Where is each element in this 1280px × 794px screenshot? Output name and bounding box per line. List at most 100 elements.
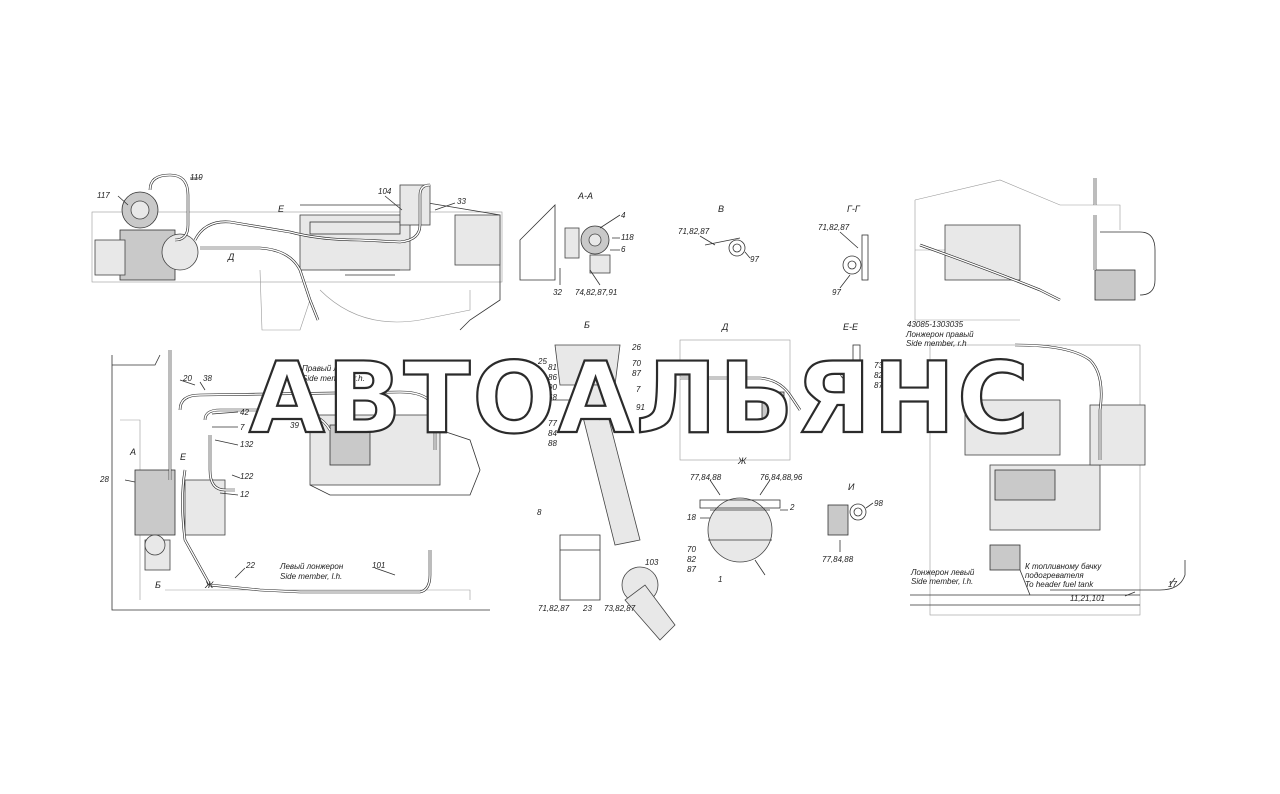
label-23: 23	[582, 604, 592, 613]
label-118: 118	[621, 233, 634, 242]
left-member-en: Side member, l.h.	[280, 572, 342, 581]
label-1: 1	[718, 575, 722, 584]
section-aa-bolt-block	[564, 227, 580, 259]
label-88-b: 88	[548, 439, 557, 448]
section-gg-title: Г-Г	[847, 204, 861, 214]
right-view-flywheel	[1089, 404, 1146, 466]
pipe-101	[300, 550, 432, 594]
view-b-bracket	[574, 384, 641, 546]
left-member-ru-r: Лонжерон левый	[910, 568, 975, 577]
view-b-mount	[554, 344, 621, 386]
label-77-84-88-i: 77,84,88	[822, 555, 854, 564]
right-view: 43085-1303035 Лонжерон правый Side membe…	[905, 320, 1186, 616]
tank-ru-2: подогревателя	[1025, 571, 1084, 580]
label-104: 104	[378, 187, 392, 196]
label-25: 25	[537, 357, 547, 366]
label-2: 2	[789, 503, 795, 512]
right-member-en: Side member, r.h.	[302, 374, 365, 383]
view-zh-band	[699, 499, 781, 509]
heater-burner-center	[130, 200, 150, 220]
gearbox-housing	[454, 214, 501, 266]
label-28: 28	[99, 475, 109, 484]
section-mark-e: Е	[278, 204, 285, 214]
label-91: 91	[636, 403, 645, 412]
view-d: Д	[679, 322, 802, 461]
label-71-82-87-b: 71,82,87	[538, 604, 570, 613]
view-mark-zh: Ж	[204, 580, 214, 590]
label-132: 132	[240, 440, 254, 449]
view-zh-title: Ж	[737, 456, 747, 466]
engine-cover	[309, 221, 401, 235]
left-member-en-r: Side member, l.h.	[911, 577, 973, 586]
right-view-return-pipe	[1019, 560, 1186, 596]
watermark: АВТОАЛЬЯНС	[249, 342, 1031, 456]
label-70-zh: 70	[687, 545, 696, 554]
label-87-b: 87	[632, 369, 641, 378]
hose-clips	[340, 269, 400, 276]
view-b-title: Б	[584, 320, 590, 330]
label-117: 117	[97, 191, 110, 200]
view-b: Б 25 26 70 87 81 86 90 68 7 91 77 84 88 …	[537, 320, 676, 641]
top-right-engine	[944, 224, 1021, 281]
bottom-left-view: 20 38 42 7 132 39 122 12 28 22 101 А Б Ж…	[99, 350, 490, 611]
label-18: 18	[687, 513, 696, 522]
label-7: 7	[240, 423, 245, 432]
view-d-title: Д	[721, 322, 729, 332]
heater-mount	[94, 239, 126, 276]
right-view-filter	[989, 544, 1021, 571]
label-97-v: 97	[750, 255, 759, 264]
section-aa: А-А 4 118 6 32 74,82,87,91	[519, 191, 634, 297]
right-view-left-member	[910, 594, 1140, 606]
view-v-clip	[728, 239, 746, 257]
view-mark-b: Б	[155, 580, 161, 590]
label-6: 6	[621, 245, 626, 254]
section-gg-plate	[861, 234, 869, 281]
label-82-zh: 82	[687, 555, 696, 564]
section-aa-bracket	[519, 204, 556, 281]
left-member-ru: Левый лонжерон	[279, 562, 344, 571]
label-101: 101	[372, 561, 385, 570]
label-39: 39	[290, 421, 299, 430]
label-81: 81	[548, 363, 557, 372]
view-v-title: В	[718, 204, 724, 214]
part-number-43085: 43085-1303035	[907, 320, 964, 329]
view-mark-e-bottom: Е	[180, 452, 187, 462]
label-73-82-87-b: 73,82,87	[604, 604, 636, 613]
section-gg: Г-Г 71,82,87 97	[818, 204, 869, 297]
label-33: 33	[457, 197, 466, 206]
tank-en: To header fuel tank	[1025, 580, 1094, 589]
right-member-ru-r: Лонжерон правый	[905, 330, 974, 339]
top-right-pipe-loop	[1100, 231, 1156, 296]
frame-rail-outline	[91, 211, 503, 283]
view-i-clamp	[827, 504, 849, 536]
right-view-engine-top	[964, 399, 1061, 456]
label-76-84-88-96: 76,84,88,96	[760, 473, 803, 482]
view-b-foot	[559, 534, 601, 601]
section-ee-clip	[839, 363, 857, 381]
label-73-ee: 73	[874, 361, 883, 370]
label-77-b: 77	[548, 419, 557, 428]
label-11-21-101: 11,21,101	[1070, 594, 1105, 603]
view-d-clamp	[761, 391, 785, 421]
label-32: 32	[553, 288, 562, 297]
view-mark-d: Д	[227, 252, 235, 262]
label-12: 12	[240, 490, 249, 499]
label-8: 8	[537, 508, 542, 517]
view-i-clip	[849, 503, 867, 521]
view-zh-tank	[707, 497, 773, 563]
section-aa-title: А-А	[577, 191, 593, 201]
label-119: 119	[190, 173, 203, 182]
bottom-left-heater	[134, 469, 176, 536]
label-70-b: 70	[632, 359, 641, 368]
label-22: 22	[245, 561, 255, 570]
label-68: 68	[548, 393, 557, 402]
label-87-zh: 87	[687, 565, 696, 574]
bottom-left-engine-part	[329, 424, 371, 466]
top-right-filter	[1094, 269, 1136, 301]
section-ee-title: Е-Е	[843, 322, 859, 332]
label-103: 103	[645, 558, 659, 567]
bracket-block	[399, 184, 431, 226]
label-42: 42	[240, 408, 249, 417]
view-d-frame	[679, 339, 791, 461]
